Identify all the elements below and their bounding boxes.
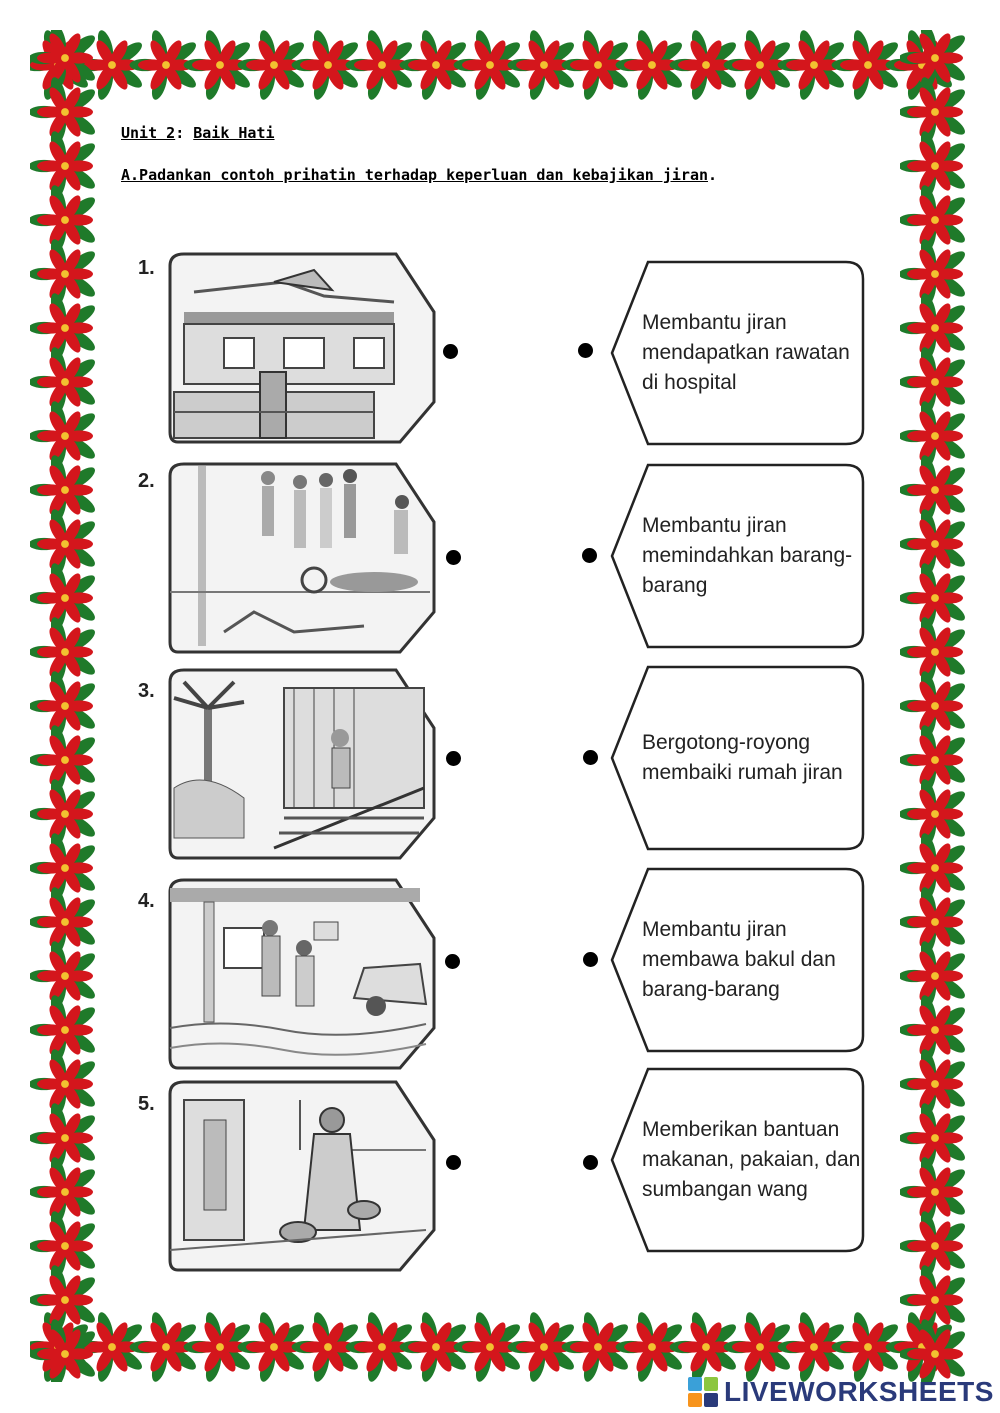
poinsettia-border-icon xyxy=(900,30,965,1382)
match-dot-right[interactable] xyxy=(583,1155,598,1170)
unit-topic: Baik Hati xyxy=(193,124,275,142)
picture-damaged-roof-house xyxy=(164,252,436,444)
match-dot-right[interactable] xyxy=(583,750,598,765)
match-dot-left[interactable] xyxy=(445,954,460,969)
liveworksheets-logo-icon xyxy=(688,1377,718,1407)
item-number: 5. xyxy=(138,1093,155,1115)
picture-flood-moving-goods xyxy=(164,878,436,1070)
item-number: 1. xyxy=(138,257,155,279)
picture-sick-man-on-stairs xyxy=(164,668,436,860)
match-dot-right[interactable] xyxy=(578,343,593,358)
item-number: 4. xyxy=(138,890,155,912)
match-dot-right[interactable] xyxy=(583,952,598,967)
answer-card: Membantu jiran mendapatkan rawatan di ho… xyxy=(608,259,866,447)
answer-card: Memberikan bantuan makanan, pakaian, dan… xyxy=(608,1066,866,1254)
instruction: A.Padankan contoh prihatin terhadap kepe… xyxy=(121,166,717,184)
match-dot-left[interactable] xyxy=(443,344,458,359)
instruction-text: A.Padankan contoh prihatin terhadap kepe… xyxy=(121,166,708,184)
answer-text: Membantu jiran mendapatkan rawatan di ho… xyxy=(642,311,850,394)
picture-motorcycle-accident xyxy=(164,462,436,654)
answer-text: Memberikan bantuan makanan, pakaian, dan… xyxy=(642,1118,861,1201)
border-right xyxy=(900,30,970,1382)
match-dot-left[interactable] xyxy=(446,550,461,565)
poinsettia-border-icon xyxy=(30,1312,952,1382)
match-dot-right[interactable] xyxy=(582,548,597,563)
watermark-text: LIVEWORKSHEETS xyxy=(724,1376,994,1407)
answer-text: Membantu jiran memindahkan barang- baran… xyxy=(642,514,853,597)
unit-title: Unit 2: Baik Hati xyxy=(121,124,275,142)
instruction-end: . xyxy=(708,166,718,184)
item-number: 2. xyxy=(138,470,155,492)
liveworksheets-watermark: LIVEWORKSHEETS xyxy=(688,1374,994,1410)
item-number: 3. xyxy=(138,680,155,702)
picture-woman-carrying-baskets xyxy=(164,1080,436,1272)
border-top xyxy=(30,30,970,100)
match-dot-left[interactable] xyxy=(446,1155,461,1170)
unit-separator: : xyxy=(175,124,194,142)
answer-card: Bergotong-royong membaiki rumah jiran xyxy=(608,664,866,852)
answer-card: Membantu jiran memindahkan barang- baran… xyxy=(608,462,866,650)
answer-text: Bergotong-royong membaiki rumah jiran xyxy=(642,731,843,784)
match-dot-left[interactable] xyxy=(446,751,461,766)
border-bottom xyxy=(30,1312,970,1382)
answer-text: Membantu jiran membawa bakul dan barang-… xyxy=(642,918,836,1001)
poinsettia-border-icon xyxy=(30,30,95,1382)
border-left xyxy=(30,30,100,1382)
answer-card: Membantu jiran membawa bakul dan barang-… xyxy=(608,866,866,1054)
unit-label: Unit 2 xyxy=(121,124,176,142)
poinsettia-border-icon xyxy=(30,30,952,100)
